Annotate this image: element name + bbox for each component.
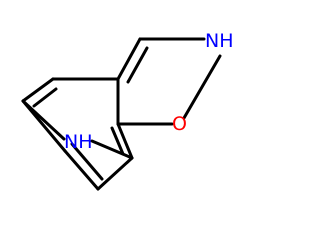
oxygen-label: O: [172, 113, 187, 135]
atom-labels: NH O NH: [64, 30, 234, 153]
nh-bridge-label: NH: [64, 131, 93, 153]
bond-c5-nh: [21, 99, 66, 141]
bond-c7-c8: [96, 156, 134, 191]
nh-ring-label: NH: [205, 30, 234, 52]
bond-n2-o1: [182, 54, 222, 120]
bond-c4-c5-inner: [32, 87, 58, 108]
bond-nh-c8: [90, 139, 134, 160]
bond-c3a-c3-inner: [126, 46, 149, 84]
molecule-structure: NH O NH: [21, 30, 234, 191]
bond-c4-c5: [21, 77, 55, 103]
bond-c6-c7: [63, 149, 100, 191]
bond-c3a-c3: [116, 37, 142, 81]
bond-c8-c7a: [116, 122, 134, 160]
bond-c8-c7a-inner: [110, 126, 125, 156]
bonds: [21, 37, 222, 191]
bond-c6-c7-inner: [70, 142, 104, 181]
